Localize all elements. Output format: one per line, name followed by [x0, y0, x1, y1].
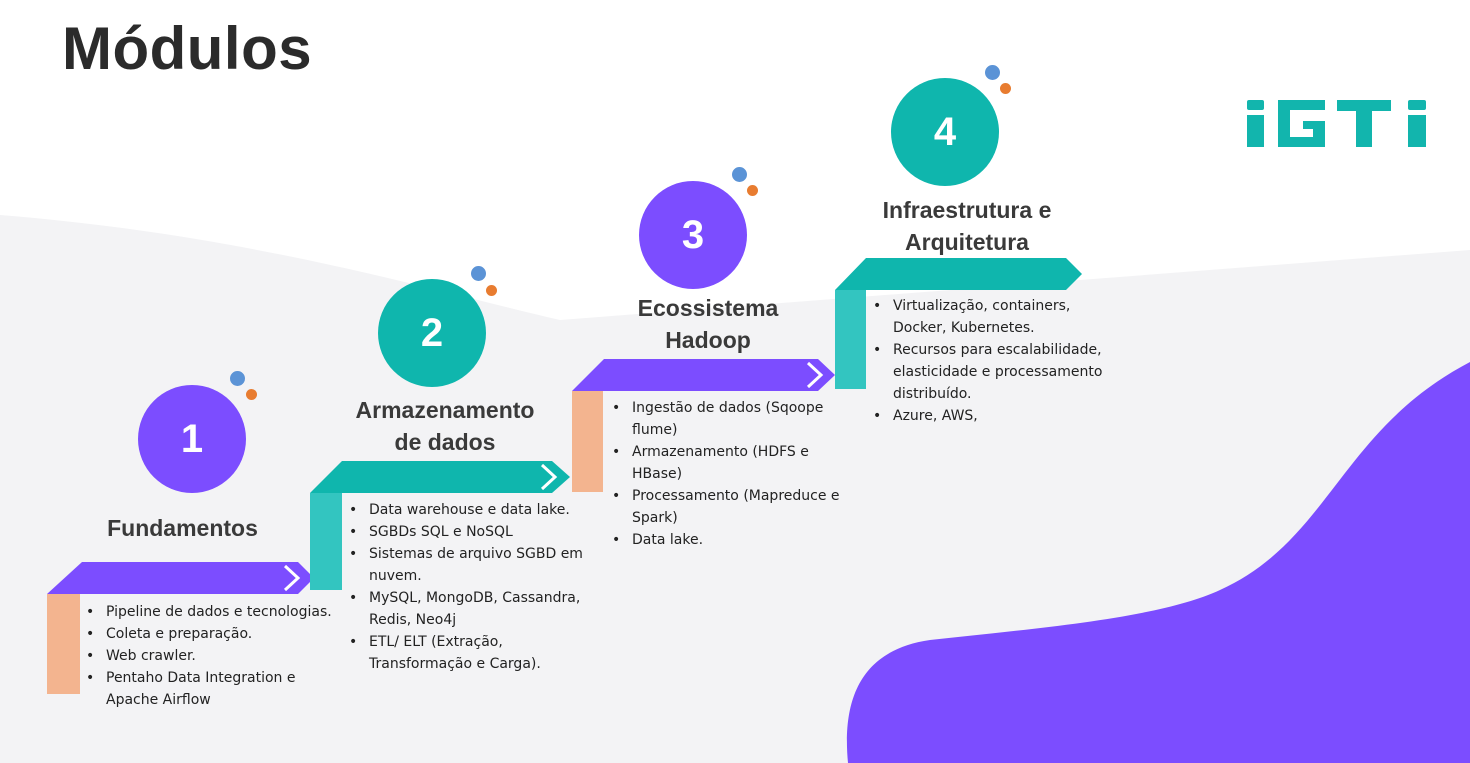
module-1-title: Fundamentos	[107, 515, 258, 541]
purple-blob	[846, 362, 1470, 763]
module-2-number: 2	[420, 310, 444, 355]
module-2-topic: Sistemas de arquivo SGBD em nuvem.	[349, 543, 584, 587]
step-4-teal-arrow	[835, 258, 1082, 290]
step-2-teal-arrow	[310, 461, 570, 493]
module-4-topic-list: Virtualização, containers, Docker, Kuber…	[871, 295, 1125, 427]
module-4-topic: Recursos para escalabilidade, elasticida…	[873, 339, 1125, 405]
module-2-topic: ETL/ ELT (Extração, Transformação e Carg…	[349, 631, 584, 675]
module-4-number-circle: 4	[891, 78, 999, 186]
module-3-topic: Armazenamento (HDFS e HBase)	[612, 441, 852, 485]
module-2-blue-dot	[471, 266, 486, 281]
module-1-number: 1	[180, 416, 204, 461]
step-1-purple-arrow	[47, 562, 314, 594]
module-4-topic: Azure, AWS,	[873, 405, 1125, 427]
step-3-peach-riser	[572, 391, 603, 492]
module-2-topic: MySQL, MongoDB, Cassandra, Redis, Neo4j	[349, 587, 584, 631]
step-2-teal-riser	[310, 493, 342, 590]
module-3-blue-dot	[732, 167, 747, 182]
page-title: Módulos	[62, 15, 313, 82]
module-1-orange-dot	[246, 389, 257, 400]
module-2-orange-dot	[486, 285, 497, 296]
module-3-number-circle: 3	[639, 181, 747, 289]
module-3-title: Ecossistema Hadoop	[637, 295, 779, 353]
module-2-topic: Data warehouse e data lake.	[349, 499, 584, 521]
step-2-chevron	[540, 463, 558, 491]
module-1-blue-dot	[230, 371, 245, 386]
module-2-topic: SGBDs SQL e NoSQL	[349, 521, 584, 543]
step-1-peach-tab	[47, 594, 80, 694]
module-2-topic-list: Data warehouse e data lake. SGBDs SQL e …	[347, 499, 584, 675]
module-3-topic-list: Ingestão de dados (Sqoope flume) Armazen…	[610, 397, 852, 551]
module-3-topic: Ingestão de dados (Sqoope flume)	[612, 397, 852, 441]
module-2-number-circle: 2	[378, 279, 486, 387]
module-1-topic: Pentaho Data Integration e Apache Airflo…	[86, 667, 342, 711]
module-4-orange-dot	[1000, 83, 1011, 94]
module-4-title: Infraestrutura e Arquitetura	[882, 197, 1052, 255]
module-2-title: Armazenamento de dados	[355, 397, 535, 455]
step-3-purple-arrow	[572, 359, 835, 391]
module-4-blue-dot	[985, 65, 1000, 80]
module-4-number: 4	[933, 109, 957, 154]
module-1-number-circle: 1	[138, 385, 246, 493]
module-1-topic: Coleta e preparação.	[86, 623, 342, 645]
step-1-chevron	[283, 564, 301, 592]
step-4-teal-riser	[835, 290, 866, 389]
module-3-orange-dot	[747, 185, 758, 196]
step-3-chevron	[806, 361, 824, 389]
module-4-topic: Virtualização, containers, Docker, Kuber…	[873, 295, 1125, 339]
module-3-topic: Data lake.	[612, 529, 852, 551]
igti-logo	[1247, 100, 1426, 147]
module-1-topic: Pipeline de dados e tecnologias.	[86, 601, 342, 623]
module-1-topic: Web crawler.	[86, 645, 342, 667]
module-3-number: 3	[681, 212, 705, 257]
module-1-topic-list: Pipeline de dados e tecnologias. Coleta …	[84, 601, 342, 711]
module-3-topic: Processamento (Mapreduce e Spark)	[612, 485, 852, 529]
